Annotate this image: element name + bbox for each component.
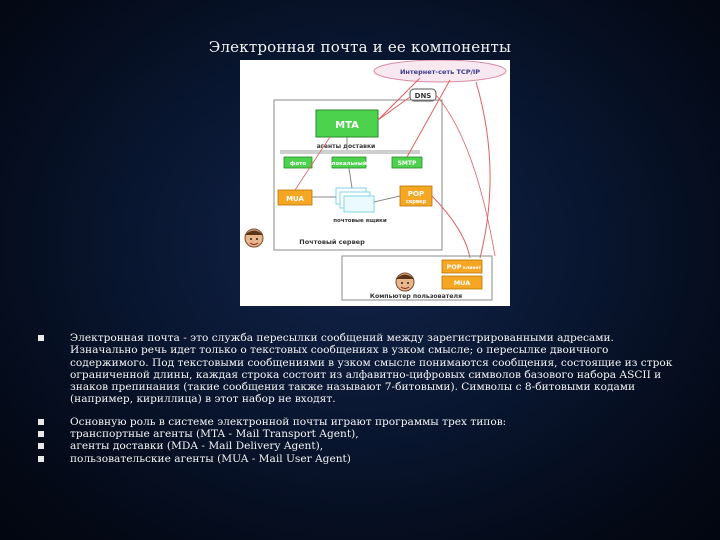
bullet-item: агенты доставки (MDA - Mail Delivery Age… (38, 440, 678, 452)
bullet-marker (38, 418, 44, 425)
bullet-text: транспортные агенты (MTA - Mail Transpor… (70, 428, 359, 441)
user-avatar-left (244, 228, 264, 248)
smtp-label: SMTP (398, 160, 417, 167)
bullet-item: транспортные агенты (MTA - Mail Transpor… (38, 428, 678, 440)
mta-label: MTA (335, 120, 359, 131)
bullet-list: Электронная почта - это служба пересылки… (38, 332, 678, 465)
mailbox-label: почтовые ящики (333, 218, 387, 224)
bullet-item: Основную роль в системе электронной почт… (38, 416, 678, 428)
slide-title: Электронная почта и ее компоненты (208, 38, 512, 56)
user-avatar-right (395, 272, 415, 292)
internet-cloud (373, 60, 507, 83)
email-components-diagram: Интернет-сеть TCP/IP DNS MTA агенты дост… (240, 60, 510, 306)
bullet-item: пользовательские агенты (MUA - Mail User… (38, 453, 678, 465)
user-computer-frame (341, 255, 493, 301)
pop-server-label: POP (408, 190, 424, 198)
mua-client-box (441, 275, 483, 290)
internet-label: Интернет-сеть TCP/IP (400, 68, 480, 76)
mua-label: MUA (286, 195, 304, 203)
delivery-agents-bar (280, 150, 420, 154)
bullet-marker (38, 431, 44, 438)
mailbox-stack-3 (343, 195, 375, 213)
bullet-marker (38, 455, 44, 462)
connection-lines (294, 77, 496, 259)
mail-server-label: Почтовый сервер (299, 238, 365, 246)
bullet-marker (38, 335, 44, 341)
delivery-agent-1-label: фото (290, 160, 306, 167)
delivery-agent-2-label: локальный (331, 160, 367, 167)
bullet-text: пользовательские агенты (MUA - Mail User… (70, 452, 351, 465)
pop-client-label: POP (446, 263, 461, 271)
bullet-text: Электронная почта - это служба пересылки… (70, 332, 673, 406)
user-computer-label: Компьютер пользователя (370, 293, 462, 300)
mail-server-frame (273, 99, 443, 251)
bullet-item: Электронная почта - это служба пересылки… (38, 332, 678, 406)
dns-label: DNS (415, 92, 432, 100)
delivery-agent-1 (283, 156, 313, 169)
bullet-text: Основную роль в системе электронной почт… (70, 415, 507, 428)
mua-client-label: MUA (454, 279, 471, 287)
pop-client-box (441, 259, 483, 274)
bullet-text: агенты доставки (MDA - Mail Delivery Age… (70, 440, 324, 453)
pop-server-sub: сервер (406, 199, 426, 205)
bullet-marker (38, 443, 44, 450)
pop-client-sub: клиент (463, 266, 482, 271)
delivery-agents-label: агенты доставки (317, 143, 376, 150)
